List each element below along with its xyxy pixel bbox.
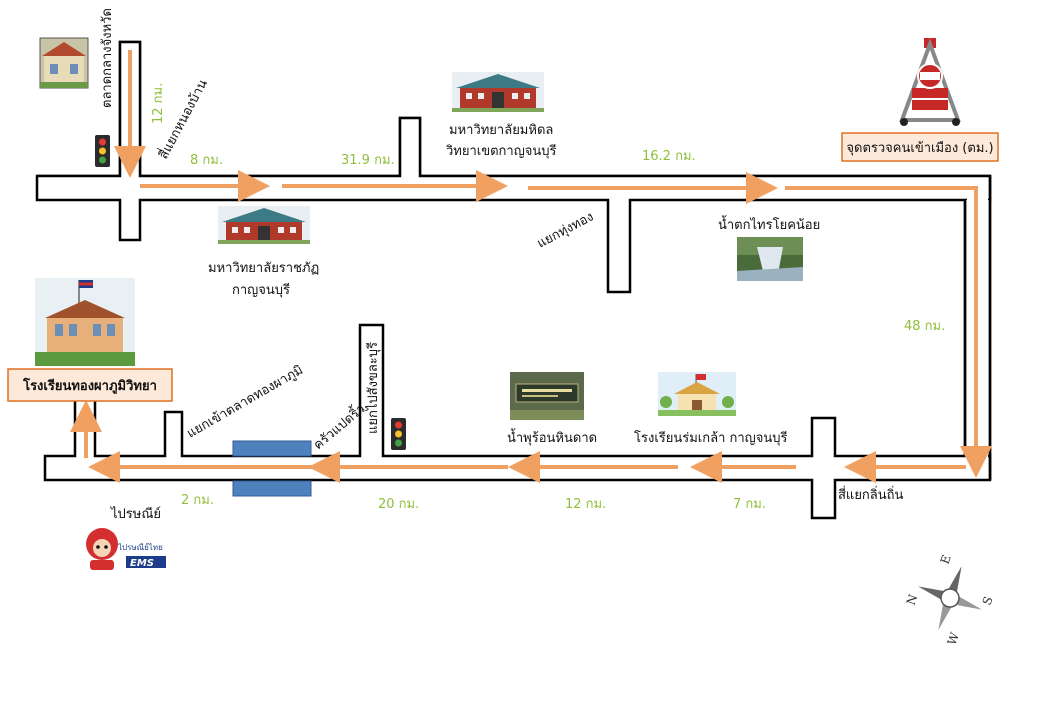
route-arrows <box>70 50 992 483</box>
compass-west: W <box>945 630 963 647</box>
sangkhla-junction-label: แยกไปสังขละบุรี <box>365 342 381 434</box>
rajabhat-label-line1: มหาวิทยาลัยราชภัฏ <box>208 261 319 276</box>
compass-north: N <box>904 592 921 607</box>
romklao-school-label: โรงเรียนร่มเกล้า กาญจนบุรี <box>634 430 788 446</box>
hot-spring-label: น้ำพุร้อนหินดาด <box>507 428 597 446</box>
bottom-road <box>43 323 992 520</box>
distance-label: 8 กม. <box>190 153 223 168</box>
distance-label: 48 กม. <box>904 319 945 334</box>
market-junction-label: แยกเข้าตลาดทองผาภูมิ <box>185 363 306 442</box>
bridge-top <box>232 440 312 457</box>
rajabhat-label-line2: กาญจนบุรี <box>232 282 290 298</box>
road-network <box>35 40 992 520</box>
provincial-market-label: ตลาดกลางจังหวัด <box>100 8 115 108</box>
compass-south: S <box>980 595 996 608</box>
traffic-light-icon <box>95 135 110 167</box>
thungthong-junction-label: แยกทุ่งทอง <box>535 209 596 251</box>
traffic-light-icon <box>391 418 406 450</box>
university-building-icon <box>452 72 544 112</box>
distance-label: 12 กม. <box>565 497 606 512</box>
bridge-bottom <box>232 480 312 497</box>
waterfall-label: น้ำตกไทรโยคน้อย <box>718 215 820 233</box>
distance-label: 12 กม. <box>151 83 166 124</box>
checkpoint-label: จุดตรวจคนเข้าเมือง (ตม.) <box>846 140 993 156</box>
mahidol-label-line1: มหาวิทยาลัยมหิดล <box>449 123 553 138</box>
svg-text:EMS: EMS <box>130 558 154 569</box>
distance-label: 31.9 กม. <box>341 153 395 168</box>
school-building-icon <box>35 278 135 366</box>
distance-label: 20 กม. <box>378 497 419 512</box>
post-mascot-icon: ไปรษณีย์ไทย EMS <box>86 528 166 570</box>
checkpoint-label-box: จุดตรวจคนเข้าเมือง (ตม.) <box>841 132 999 162</box>
arrow-right-down <box>785 186 992 478</box>
hot-spring-sign-icon <box>510 372 584 420</box>
svg-text:ไปรษณีย์ไทย: ไปรษณีย์ไทย <box>117 542 163 552</box>
distance-label: 7 กม. <box>733 497 766 512</box>
school-label-box: โรงเรียนทองผาภูมิวิทยา <box>7 368 173 402</box>
distance-label: 2 กม. <box>181 493 214 508</box>
university-building-icon <box>218 206 310 244</box>
lintin-intersection-label: สี่แยกลิ่นถิ่น <box>838 486 904 503</box>
compass-east: E <box>938 553 954 566</box>
market-building-icon <box>39 37 89 89</box>
mahidol-label-line2: วิทยาเขตกาญจนบุรี <box>445 143 556 159</box>
waterfall-photo-icon <box>737 237 803 281</box>
school-label: โรงเรียนทองผาภูมิวิทยา <box>22 377 157 394</box>
compass-rose-icon <box>918 566 982 630</box>
post-office-label: ไปรษณีย์ <box>110 506 161 522</box>
school-illustration-icon <box>658 372 736 416</box>
checkpoint-sign-icon <box>899 38 961 126</box>
distance-label: 16.2 กม. <box>642 149 696 164</box>
